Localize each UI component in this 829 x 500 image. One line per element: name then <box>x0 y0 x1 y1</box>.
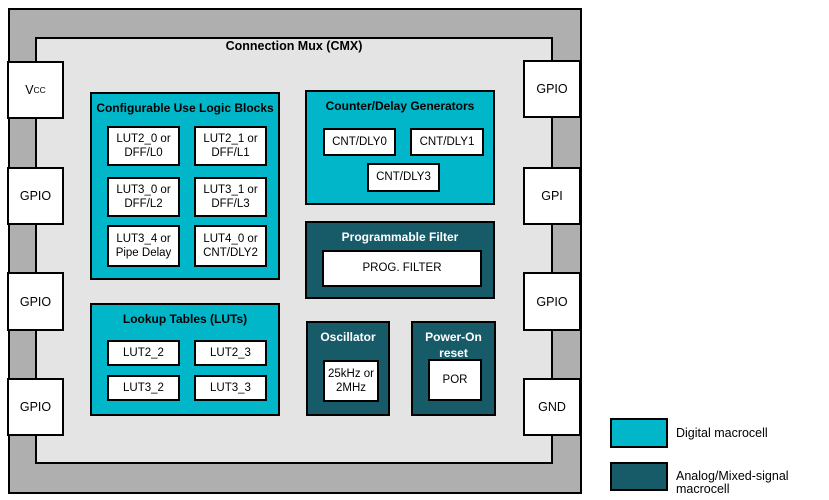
pin-gpio-right-1: GPIO <box>523 60 581 118</box>
pin-label: GPIO <box>536 294 568 309</box>
legend-label-digital: Digital macrocell <box>676 426 768 440</box>
panel-title: Oscillator <box>320 330 376 344</box>
macrocell-prog-filter: PROG. FILTER <box>322 250 482 287</box>
pin-label: GPIO <box>19 294 52 309</box>
panel-title: Programmable Filter <box>341 230 459 244</box>
panel-title: Counter/Delay Generators <box>325 99 475 113</box>
macrocell-lut4-0: LUT4_0 or CNT/DLY2 <box>194 225 267 267</box>
pin-gpio-left-2: GPIO <box>7 272 64 331</box>
legend-swatch-analog <box>610 462 668 491</box>
pin-gpi: GPI <box>523 167 581 225</box>
pin-label: GND <box>538 400 566 414</box>
macrocell-lut3-3: LUT3_3 <box>194 375 267 401</box>
pin-label: GPI <box>541 189 563 203</box>
panel-oscillator: Oscillator 25kHz or 2MHz <box>306 321 390 416</box>
macrocell-lut2-1: LUT2_1 or DFF/L1 <box>194 126 267 166</box>
panel-counter-delay-generators: Counter/Delay Generators CNT/DLY0 CNT/DL… <box>305 90 495 205</box>
macrocell-cnt-dly0: CNT/DLY0 <box>323 128 396 156</box>
macrocell-lut3-2: LUT3_2 <box>107 375 180 401</box>
macrocell-por: POR <box>428 359 482 401</box>
pin-gpio-left-1: GPIO <box>7 167 64 225</box>
pin-gpio-left-3: GPIO <box>7 378 64 436</box>
macrocell-lut2-3: LUT2_3 <box>194 340 267 366</box>
panel-title: Power-On reset <box>425 330 482 360</box>
pin-label: GPIO <box>19 400 52 414</box>
legend-label-analog: Analog/Mixed-signal macrocell <box>676 469 789 496</box>
legend-swatch-digital <box>610 418 668 448</box>
panel-programmable-filter: Programmable Filter PROG. FILTER <box>305 221 495 299</box>
pin-label: GPIO <box>19 189 52 203</box>
macrocell-cnt-dly3: CNT/DLY3 <box>367 163 440 192</box>
macrocell-lut3-0: LUT3_0 or DFF/L2 <box>107 177 180 217</box>
macrocell-lut3-1: LUT3_1 or DFF/L3 <box>194 177 267 217</box>
panel-title: Configurable Use Logic Blocks <box>96 101 274 115</box>
pin-gpio-right-2: GPIO <box>523 272 581 331</box>
panel-title: Lookup Tables (LUTs) <box>122 312 248 326</box>
macrocell-lut3-4: LUT3_4 or Pipe Delay <box>107 225 180 267</box>
pin-gnd: GND <box>523 378 581 436</box>
macrocell-lut2-2: LUT2_2 <box>107 340 180 366</box>
macrocell-cnt-dly1: CNT/DLY1 <box>410 128 484 156</box>
pin-vcc-subscript: CC <box>33 84 46 95</box>
pin-vcc-label: V <box>25 83 34 97</box>
panel-configurable-logic-blocks: Configurable Use Logic Blocks LUT2_0 or … <box>90 92 280 280</box>
panel-lookup-tables: Lookup Tables (LUTs) LUT2_2 LUT2_3 LUT3_… <box>90 303 280 416</box>
pin-label: GPIO <box>536 82 568 96</box>
macrocell-oscillator: 25kHz or 2MHz <box>323 360 379 402</box>
macrocell-lut2-0: LUT2_0 or DFF/L0 <box>107 126 180 166</box>
connection-mux-title: Connection Mux (CMX) <box>225 39 363 53</box>
panel-power-on-reset: Power-On reset POR <box>411 321 496 416</box>
